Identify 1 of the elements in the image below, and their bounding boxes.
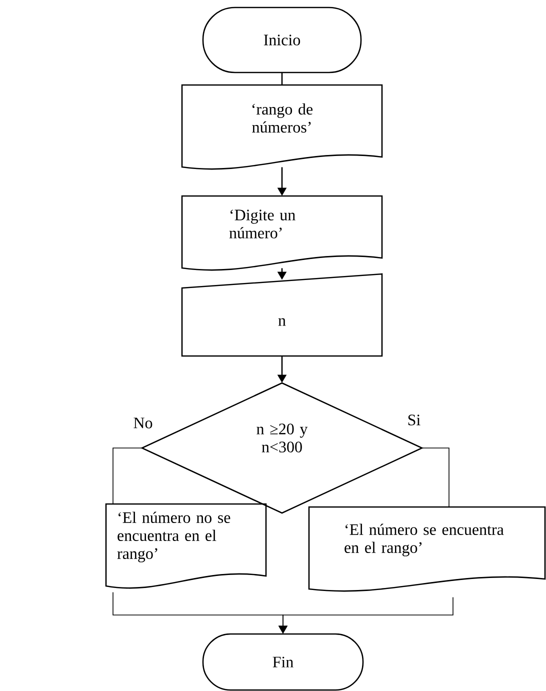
- edge-label: Si: [408, 414, 420, 426]
